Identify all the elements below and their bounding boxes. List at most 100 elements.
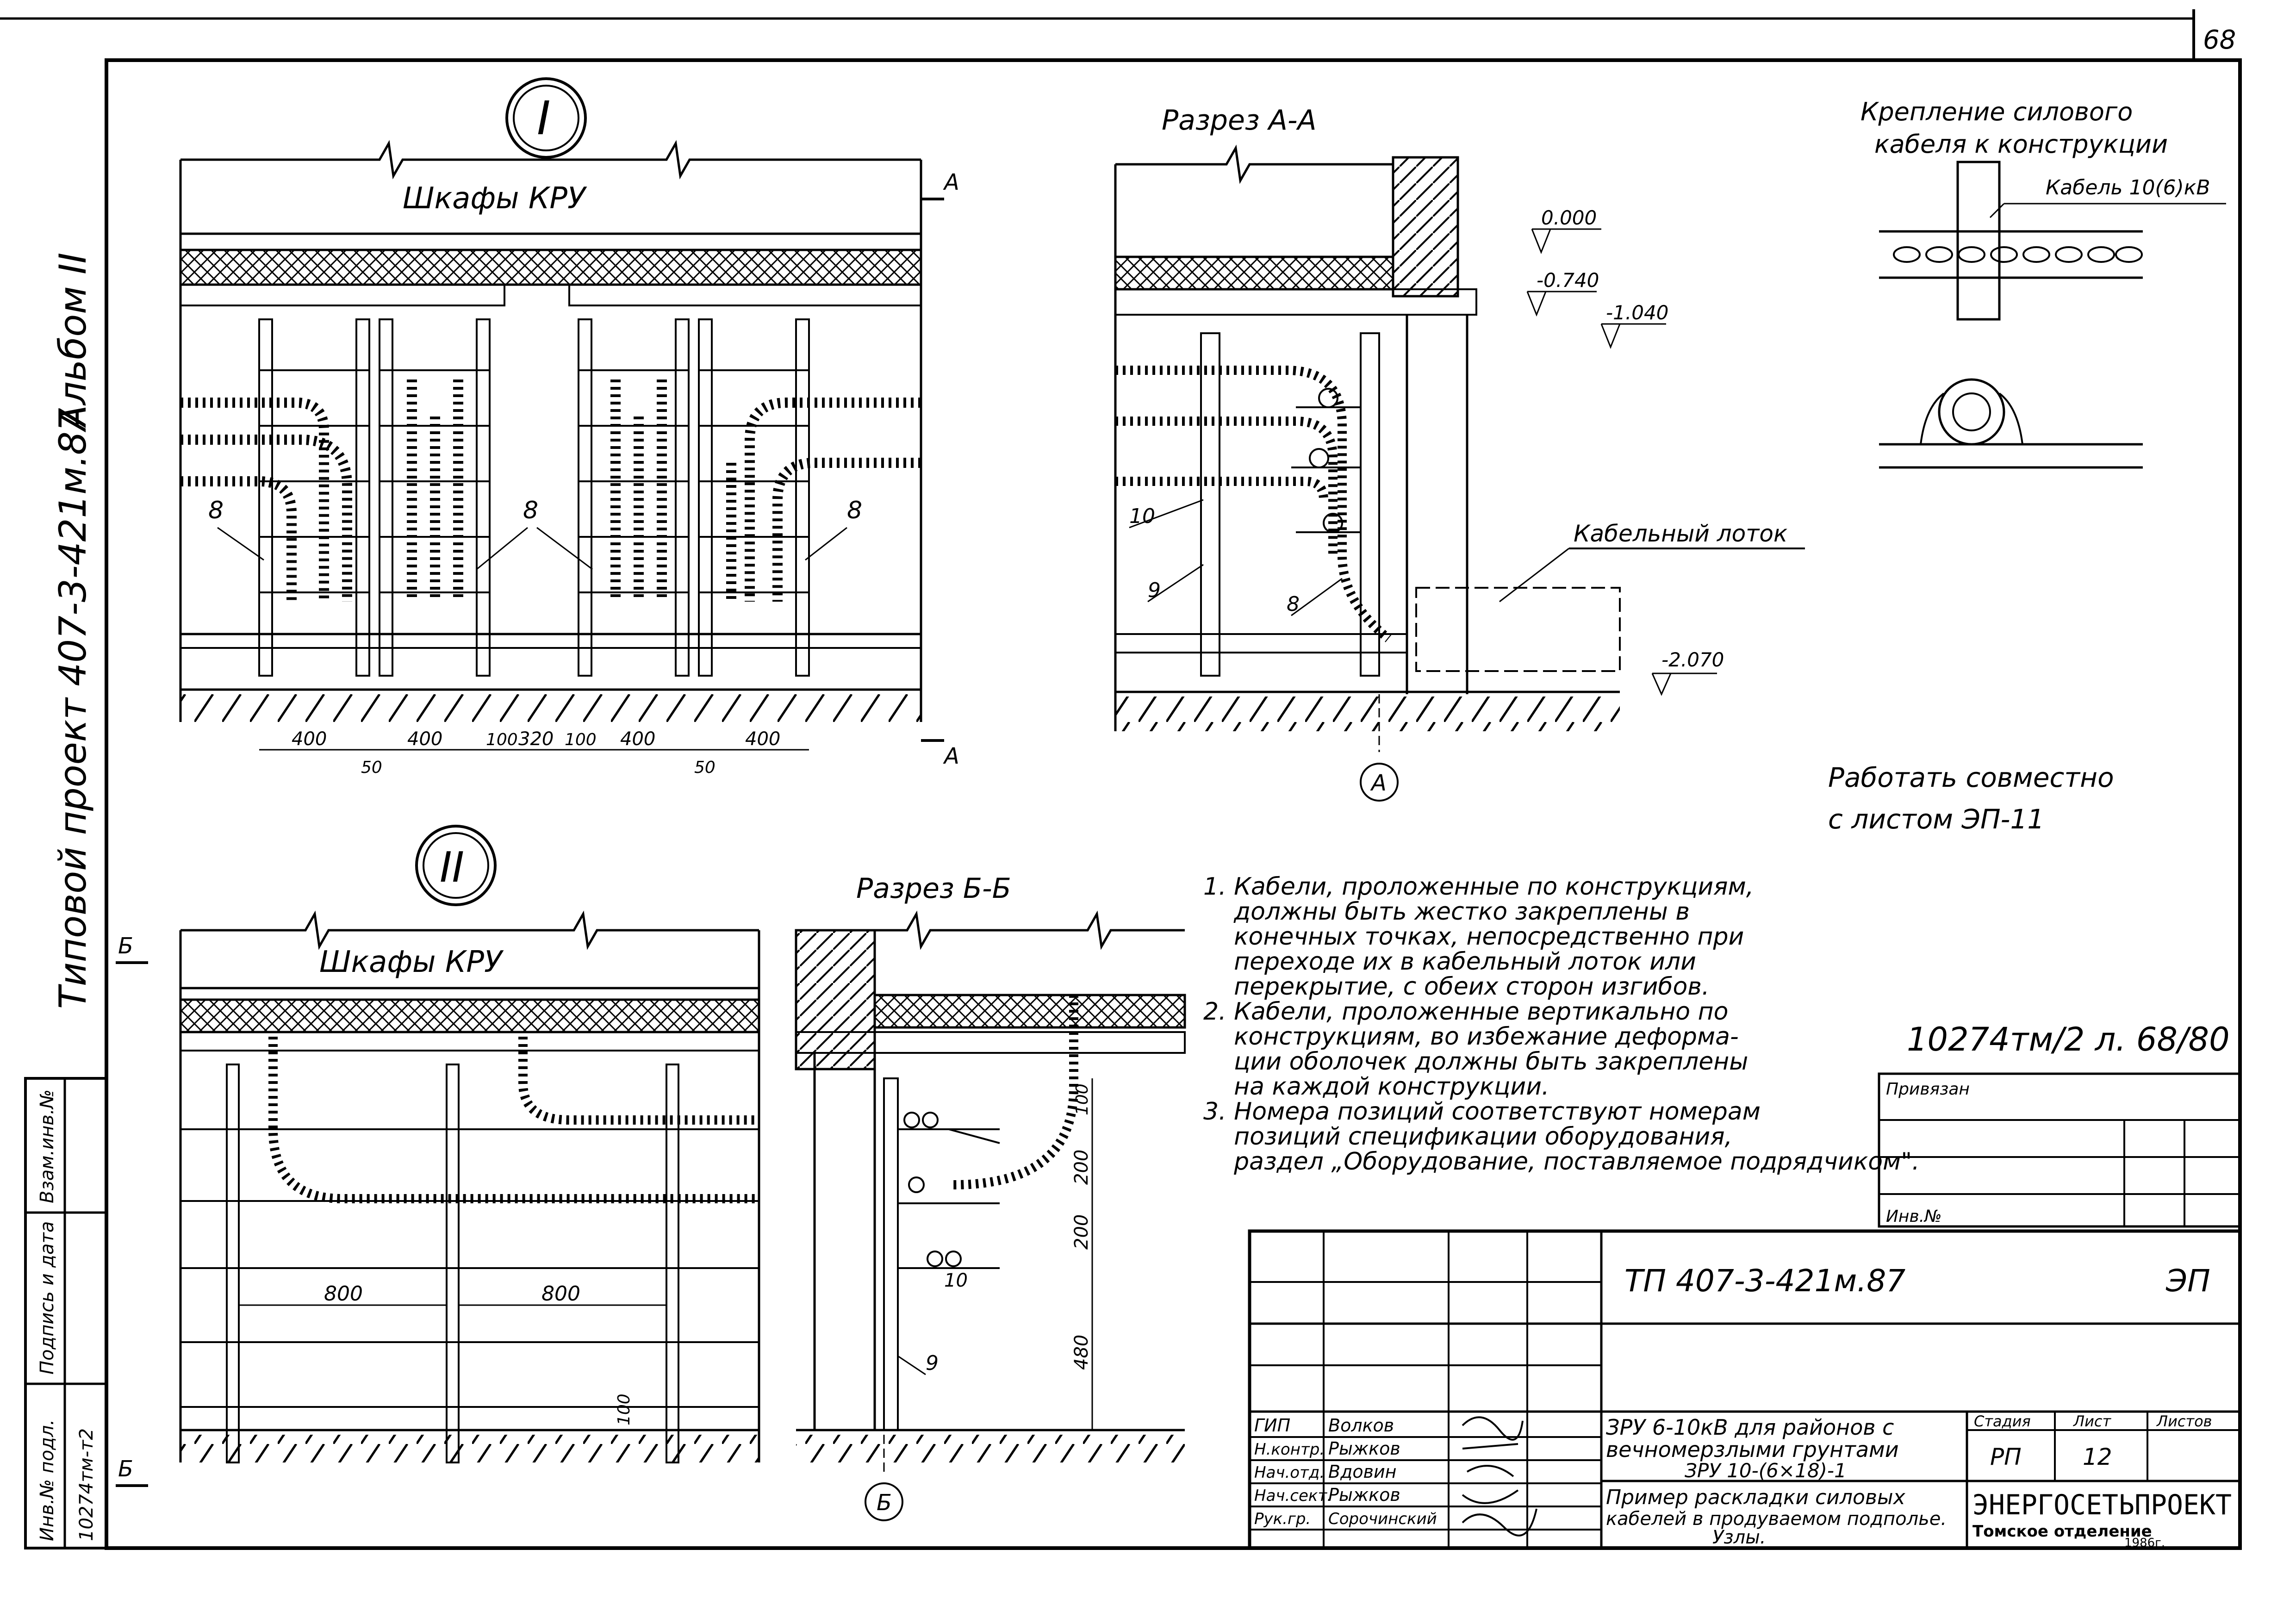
note-line-8: ции оболочек должны быть закреплены (1203, 1048, 1748, 1076)
level-1040: -1.040 (1606, 301, 1668, 324)
section-bb-drawing: Разрез Б-Б 100 200 200 480 10 9 Б (795, 872, 1186, 1521)
binding-block: Привязан Инв.№ (1878, 1072, 2241, 1228)
node-1-label-8b: 8 (523, 497, 538, 524)
fastening-title-2: кабеля к конструкции (1874, 130, 2168, 159)
sheets-header: Листов (2156, 1412, 2212, 1430)
node-1-dim-3: 100 (486, 730, 518, 749)
left-margin: Альбом II Типовой проект 407-3-421м.87 (51, 253, 94, 1009)
node-1-title: Шкафы КРУ (403, 181, 587, 216)
archive-reference: 10274тм/2 л. 68/80 (1907, 1020, 2230, 1058)
section-aa-drawing: Разрез А-А 0.000 (1114, 104, 1805, 802)
fastening-detail: Крепление силового кабеля к конструкции … (1860, 97, 2226, 469)
note-line-6: 2. Кабели, проложенные вертикально по (1203, 998, 1729, 1026)
role-1: ГИП (1254, 1415, 1290, 1436)
role-2: Н.контр. (1254, 1440, 1325, 1459)
node-1-dim-2: 400 (407, 728, 442, 750)
sheet-title-line-1: Пример раскладки силовых (1606, 1486, 1906, 1509)
node-2-title: Шкафы КРУ (319, 945, 504, 979)
role-4: Нач.сект. (1254, 1487, 1332, 1505)
section-bb-title: Разрез Б-Б (856, 872, 1011, 905)
note-line-3: конечных точках, непосредственно при (1203, 923, 1744, 951)
name-5: Сорочинский (1328, 1510, 1437, 1528)
node-1-dim-small-2: 50 (694, 758, 716, 777)
node-1-drawing: I Шкафы КРУ (179, 77, 959, 777)
page-number: 68 (2203, 25, 2236, 55)
section-bb-dim-2: 200 (1071, 1150, 1092, 1185)
section-bb-dim-3: 200 (1071, 1214, 1092, 1250)
organization-name: ЭНЕРГОСЕТЬПРОЕКТ (1972, 1489, 2232, 1521)
node-1-dim-small-1: 50 (361, 758, 382, 777)
node-1-dim-4: 320 (518, 728, 554, 750)
section-bb-dim-1: 100 (1073, 1083, 1092, 1115)
name-1: Волков (1328, 1415, 1394, 1436)
drawing-code: ТП 407-3-421м.87 (1624, 1263, 1905, 1299)
note-line-5: перекрытие, с обеих сторон изгибов. (1203, 973, 1710, 1001)
node-2-dim-2: 800 (541, 1282, 580, 1306)
note-line-1: 1. Кабели, проложенные по конструкциям, (1203, 873, 1754, 901)
node-2-drawing: II Шкафы КРУ 800 800 100 Б Б (116, 825, 760, 1487)
stage-value: РП (1990, 1444, 2022, 1470)
object-line-1: ЗРУ 6-10кВ для районов с (1606, 1415, 1894, 1440)
sheet-title-line-2: кабелей в продуваемом подполье. (1606, 1508, 1947, 1530)
stamp-inv-value: 10274тм-т2 (76, 1428, 97, 1541)
stage-header: Стадия (1974, 1412, 2031, 1430)
note-line-2: должны быть жестко закреплены в (1203, 898, 1690, 926)
album-label: Альбом II (51, 253, 94, 433)
binding-inv-label: Инв.№ (1886, 1207, 1942, 1226)
sheet-frame: 68 (0, 9, 2242, 1550)
node-1-dim-1: 400 (292, 728, 327, 750)
stamp-sign-date: Подпись и дата (37, 1221, 58, 1375)
node-1-dim-6: 400 (620, 728, 655, 750)
node-1-label-8a: 8 (208, 497, 224, 524)
fastening-cable-label: Кабель 10(6)кВ (2046, 176, 2210, 199)
drawing-mark: ЭП (2165, 1263, 2210, 1299)
note-line-9: на каждой конструкции. (1203, 1073, 1549, 1101)
sheet-number-value: 12 (2083, 1444, 2112, 1470)
node-2-section-mark-top: Б (118, 933, 133, 959)
left-stamp: Взам.инв.№ Подпись и дата Инв.№ подл. 10… (24, 1077, 108, 1549)
year: 1986г. (2124, 1536, 2165, 1550)
joint-note-line1: Работать совместно (1828, 762, 2114, 793)
node-2-dim-small: 100 (615, 1394, 634, 1425)
note-line-4: переходе их в кабельный лоток или (1203, 948, 1696, 976)
role-3: Нач.отд. (1254, 1463, 1325, 1482)
section-bb-axis: Б (877, 1490, 892, 1516)
node-1-dim-7: 400 (745, 728, 780, 750)
branch-name: Томское отделение (1972, 1522, 2152, 1541)
node-1-label-8c: 8 (847, 497, 862, 524)
section-aa-label-8: 8 (1287, 592, 1300, 616)
section-bb-label-9: 9 (926, 1351, 939, 1375)
note-line-10: 3. Номера позиций соответствуют номерам (1203, 1098, 1761, 1126)
name-4: Рыжков (1328, 1485, 1400, 1505)
level-0740: -0.740 (1537, 269, 1599, 292)
stamp-inv-no: Инв.№ подл. (37, 1419, 58, 1541)
section-bb-label-10: 10 (944, 1270, 968, 1291)
section-aa-label-9: 9 (1148, 579, 1161, 602)
binding-label: Привязан (1886, 1080, 1970, 1099)
section-aa-axis: А (1370, 770, 1387, 796)
stamp-replace: Взам.инв.№ (37, 1089, 58, 1203)
object-line-2: вечномерзлыми грунтами (1606, 1437, 1899, 1462)
name-2: Рыжков (1328, 1438, 1400, 1459)
node-1-section-mark-bottom: А (943, 743, 959, 769)
level-0000: 0.000 (1541, 206, 1597, 229)
project-label: Типовой проект 407-3-421м.87 (51, 408, 94, 1009)
section-aa-label-10: 10 (1129, 504, 1155, 528)
section-aa-title: Разрез А-А (1162, 104, 1317, 137)
note-line-12: раздел „Оборудование, поставляемое подря… (1203, 1148, 1920, 1176)
title-block: ТП 407-3-421м.87 ЭП ГИП Н.контр. Нач.отд… (1248, 1229, 2242, 1550)
name-3: Вдовин (1328, 1462, 1397, 1482)
level-2070: -2.070 (1661, 648, 1724, 671)
node-1-section-mark-top: А (943, 169, 959, 195)
node-2-marker: II (440, 843, 464, 892)
signatures (1462, 1416, 1537, 1537)
role-5: Рук.гр. (1254, 1510, 1311, 1528)
joint-note: Работать совместно с листом ЭП-11 (1828, 762, 2114, 835)
joint-note-line2: с листом ЭП-11 (1828, 803, 2044, 835)
node-1-marker: I (537, 91, 551, 145)
note-line-11: позиций спецификации оборудования, (1203, 1123, 1733, 1151)
sheet-title-line-3: Узлы. (1712, 1527, 1766, 1548)
sheet-header: Лист (2073, 1412, 2111, 1430)
fastening-title-1: Крепление силового (1860, 97, 2133, 126)
